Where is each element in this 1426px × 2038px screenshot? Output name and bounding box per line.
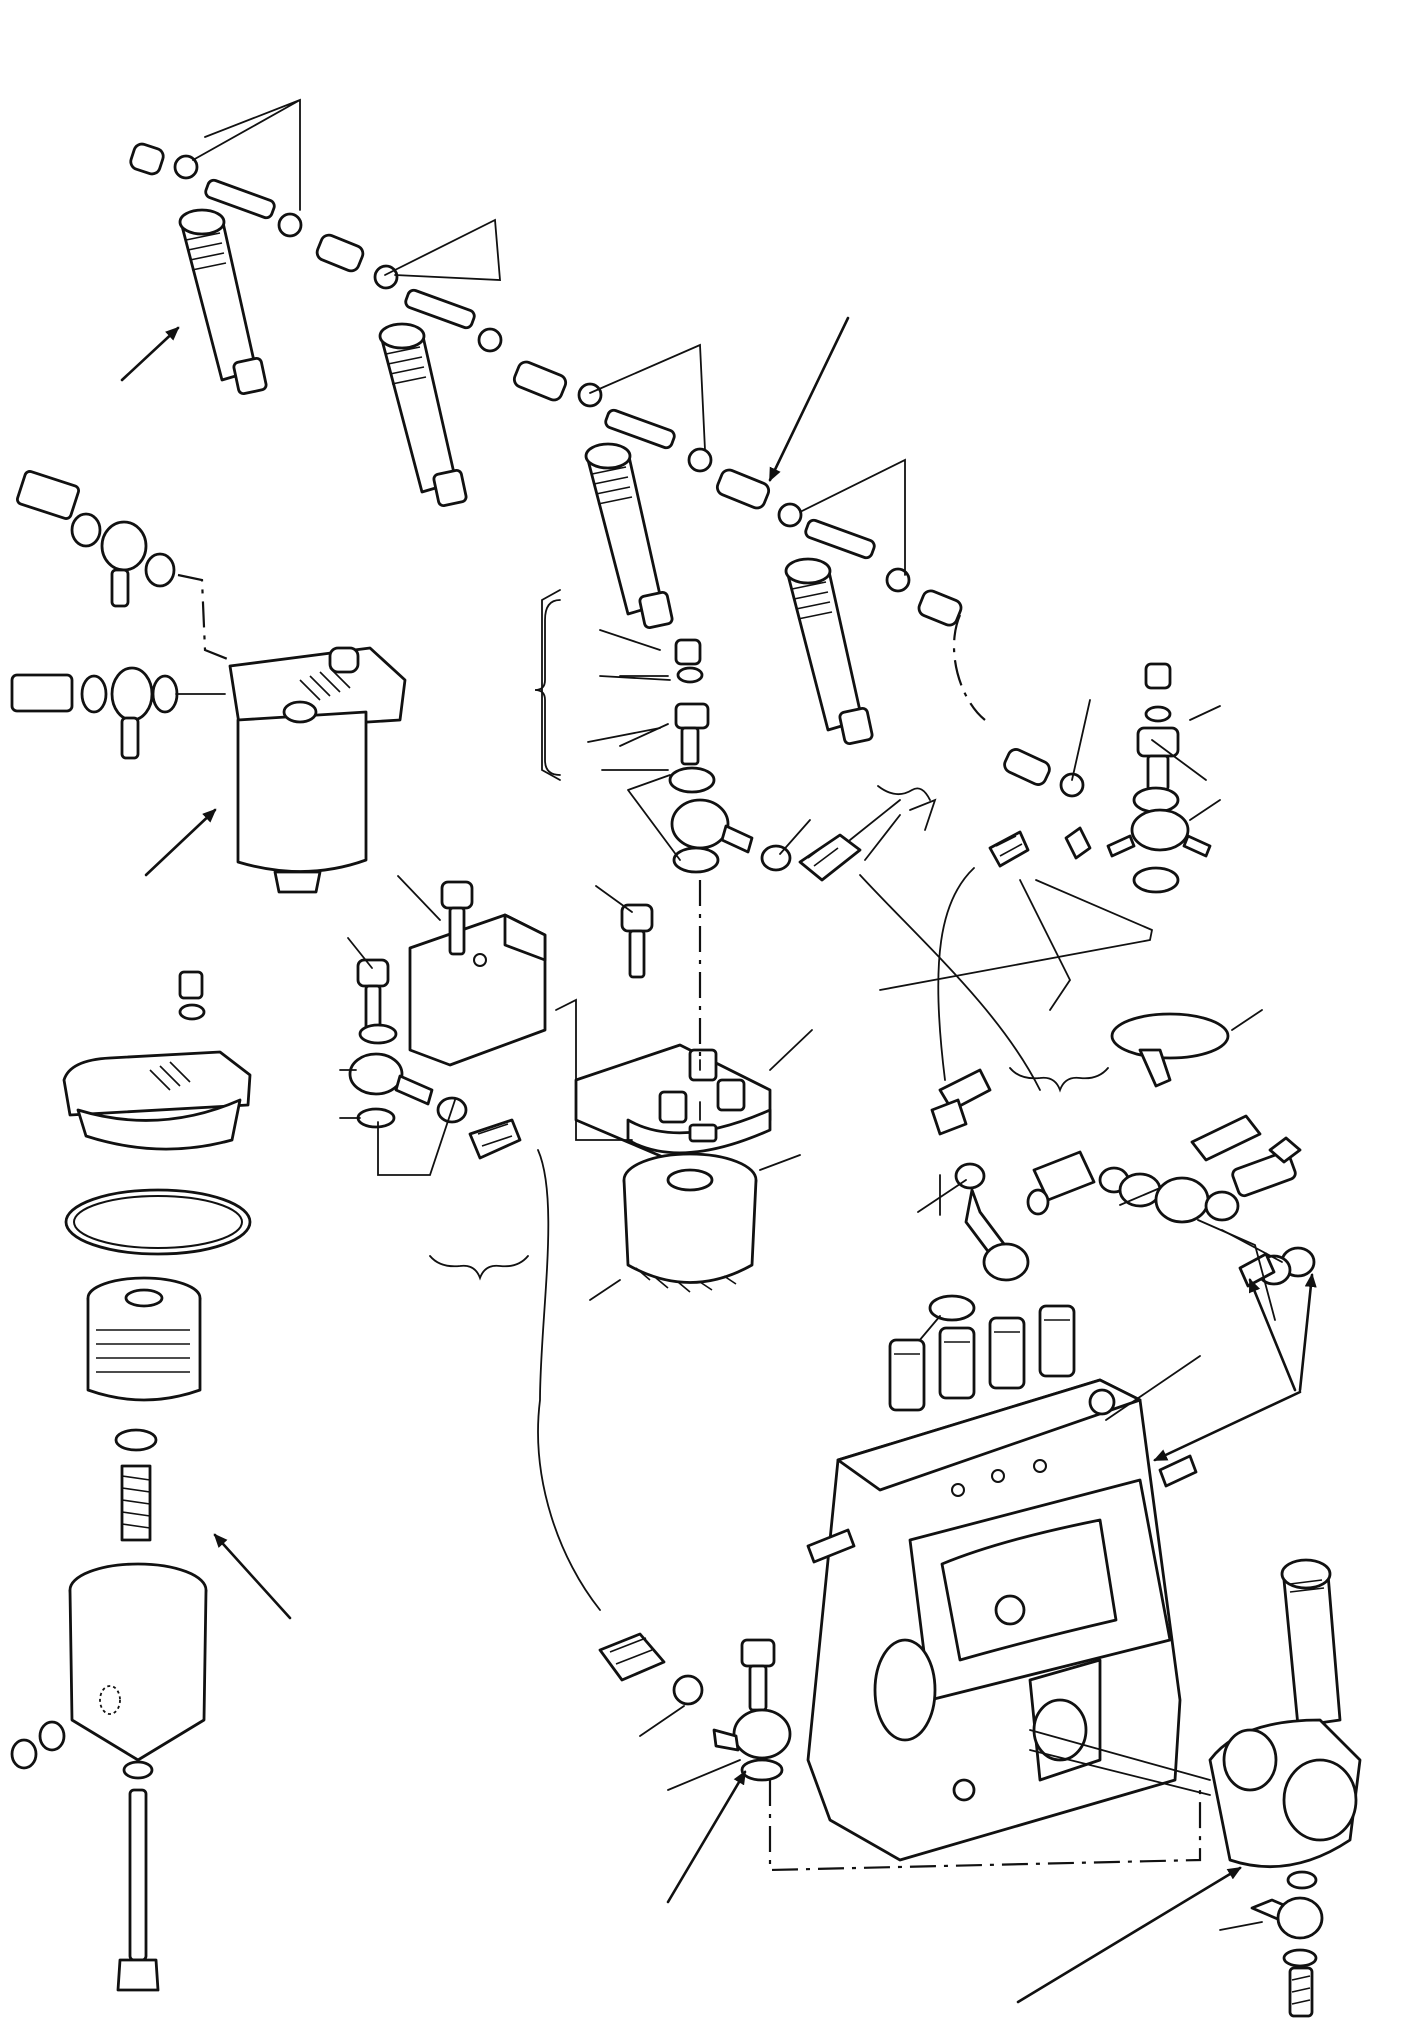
callout-arrow <box>1298 1273 1317 1392</box>
fuel-filter-assembly <box>228 646 407 894</box>
hose-clip <box>672 1674 704 1706</box>
fuel-injection-pump <box>806 1304 1201 1862</box>
callout-arrow <box>144 808 217 877</box>
callout-arrow <box>768 316 850 482</box>
callout-arrow <box>1153 1390 1302 1462</box>
leader-line <box>879 879 1153 991</box>
group-brace <box>534 599 561 776</box>
washer <box>114 1428 158 1452</box>
feed-fitting <box>907 1150 1096 1355</box>
leak-off-tee <box>204 178 876 560</box>
bleed-screw <box>178 970 204 1000</box>
filter-element <box>86 1276 202 1402</box>
sediment-bowl-assembly <box>10 970 252 1992</box>
fuel-banjo-union <box>541 589 937 1071</box>
leader-line <box>1151 739 1207 781</box>
feed-pump <box>1029 1558 1362 1869</box>
callout-arrow <box>120 326 180 382</box>
spring <box>120 1464 152 1542</box>
leak-off-tube-assembly <box>129 98 1085 798</box>
hose-band <box>1110 1009 1263 1088</box>
pump-inlet-fittings <box>598 1632 1202 1872</box>
leader-line <box>587 629 671 743</box>
overflow-valve-fittings <box>1071 662 1221 894</box>
delivery-valve-holders <box>888 1304 1076 1412</box>
group-brace <box>429 1255 529 1281</box>
group-brace <box>877 785 931 801</box>
filter-head <box>62 1050 252 1117</box>
feed-pump-outlet-fittings <box>1219 1870 1324 2018</box>
secondary-filter-head <box>555 885 813 1162</box>
group-brace <box>1009 1067 1109 1093</box>
hose-clip <box>760 844 792 872</box>
injector <box>584 442 674 630</box>
callout-arrow <box>213 1533 292 1620</box>
fuel-inlet-fittings <box>10 470 231 760</box>
injector <box>378 322 468 508</box>
callout-arrow <box>666 1770 747 1904</box>
control-lever <box>806 1528 856 1564</box>
leader-line <box>589 1279 621 1301</box>
callout-arrow <box>1016 1866 1242 2004</box>
filter-mounting-bracket <box>339 875 547 1176</box>
injector <box>784 557 874 746</box>
leak-off-hose <box>129 142 1051 786</box>
leader-line <box>1019 879 1072 1011</box>
injector-assembly <box>178 208 874 746</box>
priming-pump <box>1282 1572 1342 1728</box>
hose-clip <box>173 154 1085 798</box>
injector <box>178 208 268 396</box>
center-bolt <box>116 1788 160 1992</box>
hose-fittings-right <box>1098 1114 1316 1321</box>
spin-on-filter-cartridge <box>622 1152 801 1293</box>
drain-plug <box>10 1738 38 1770</box>
sediment-bowl <box>68 1562 208 1762</box>
callout-arrow <box>1248 1278 1297 1392</box>
fuel-hose <box>468 826 1092 1611</box>
